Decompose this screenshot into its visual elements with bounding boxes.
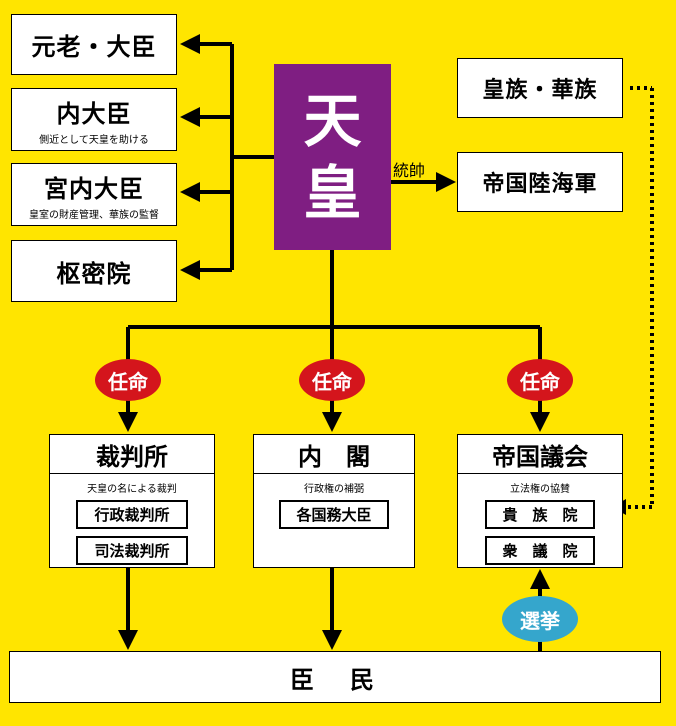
court-box: 裁判所 天皇の名による裁判 行政裁判所 司法裁判所: [49, 434, 215, 568]
subjects-box: 臣 民: [9, 651, 661, 703]
emperor-char-1: 天: [303, 86, 362, 155]
naidaijin-sub: 側近として天皇を助ける: [39, 134, 149, 146]
emperor-box: 天 皇: [274, 64, 391, 250]
sumitsuin-box: 枢密院: [11, 240, 177, 302]
ninmei-badge-court: 任命: [95, 359, 161, 401]
diet-box: 帝国議会 立法権の協賛 貴 族 院 衆 議 院: [457, 434, 623, 568]
diet-item-shugiin: 衆 議 院: [485, 536, 595, 565]
court-title: 裁判所: [50, 435, 214, 474]
genro-title: 元老・大臣: [31, 33, 157, 61]
cabinet-sub: 行政権の補弼: [304, 484, 364, 495]
diet-item-kizokuin: 貴 族 院: [485, 500, 595, 529]
court-item-administrative: 行政裁判所: [76, 500, 188, 529]
cabinet-box: 内 閣 行政権の補弼 各国務大臣: [253, 434, 415, 568]
naidaijin-title: 内大臣: [56, 99, 132, 128]
diet-title: 帝国議会: [458, 435, 622, 474]
court-sub: 天皇の名による裁判: [87, 484, 177, 495]
command-label: 統帥: [393, 161, 426, 180]
kunaidaijin-sub: 皇室の財産管理、華族の監督: [29, 209, 159, 221]
ninmei-badge-diet: 任命: [507, 359, 573, 401]
kunaidaijin-title: 宮内大臣: [44, 174, 144, 203]
sumitsuin-title: 枢密院: [56, 259, 132, 288]
kozoku-title: 皇族・華族: [482, 78, 598, 103]
kunaidaijin-box: 宮内大臣 皇室の財産管理、華族の監督: [11, 163, 177, 226]
court-item-judicial: 司法裁判所: [76, 536, 188, 565]
ninmei-badge-cabinet: 任命: [299, 359, 365, 401]
kozoku-box: 皇族・華族: [457, 58, 623, 118]
subjects-title: 臣 民: [290, 665, 380, 694]
senkyo-badge: 選挙: [502, 596, 578, 642]
naidaijin-box: 内大臣 側近として天皇を助ける: [11, 88, 177, 151]
army-box: 帝国陸海軍: [457, 152, 623, 212]
diet-sub: 立法権の協賛: [510, 484, 570, 495]
genro-box: 元老・大臣: [11, 14, 177, 75]
emperor-char-2: 皇: [303, 159, 362, 227]
army-title: 帝国陸海軍: [482, 172, 598, 197]
cabinet-item-ministers: 各国務大臣: [279, 500, 389, 529]
cabinet-title: 内 閣: [254, 435, 414, 474]
